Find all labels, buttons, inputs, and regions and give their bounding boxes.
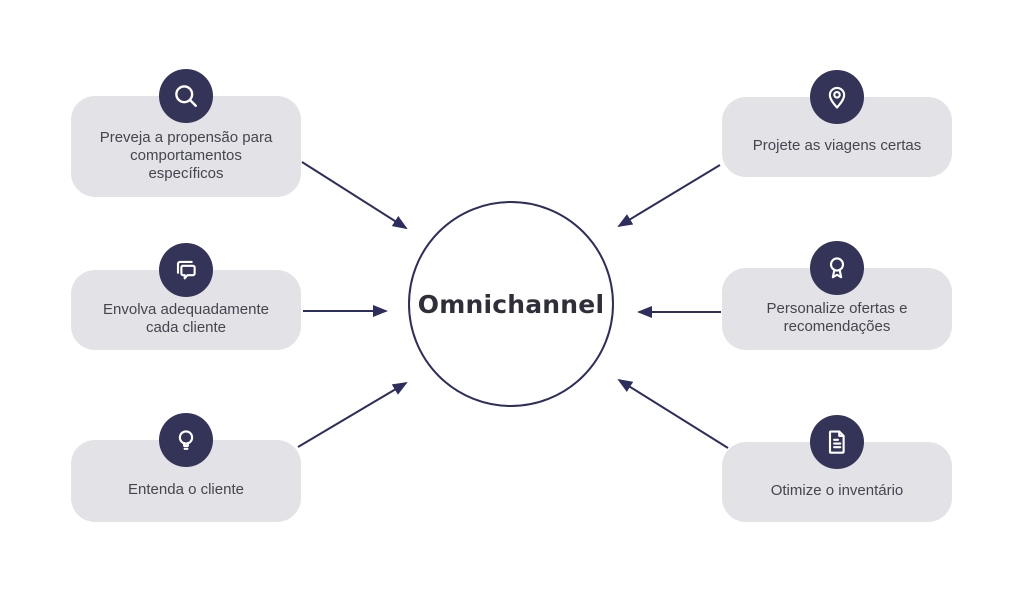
card-label: Preveja a propensão para comportamentos … xyxy=(99,128,273,182)
chat-bubbles-icon xyxy=(159,243,213,297)
arrow-top-right-to-center xyxy=(617,164,721,228)
arrow-top-left-to-center xyxy=(301,161,408,230)
location-pin-icon xyxy=(810,70,864,124)
card-otimize-inventario: Otimize o inventário xyxy=(722,415,952,522)
center-hub-circle: Omnichannel xyxy=(408,201,614,407)
document-icon xyxy=(810,415,864,469)
card-label: Envolva adequadamente cada cliente xyxy=(103,301,269,336)
card-preveja-propensao: Preveja a propensão para comportamentos … xyxy=(71,69,301,197)
center-hub-label: Omnichannel xyxy=(417,289,605,319)
award-ribbon-icon xyxy=(810,241,864,295)
card-projete-viagens: Projete as viagens certas xyxy=(722,70,952,177)
card-envolva-cliente: Envolva adequadamente cada cliente xyxy=(71,243,301,350)
card-personalize-ofertas: Personalize ofertas e recomendações xyxy=(722,241,952,350)
card-label: Entenda o cliente xyxy=(128,481,244,498)
card-label: Projete as viagens certas xyxy=(752,137,922,154)
lightbulb-icon xyxy=(159,413,213,467)
card-label: Personalize ofertas e recomendações xyxy=(766,300,908,335)
arrow-bottom-left-to-center xyxy=(297,381,408,448)
arrow-bottom-right-to-center xyxy=(617,378,729,449)
card-label: Otimize o inventário xyxy=(770,482,904,499)
card-entenda-cliente: Entenda o cliente xyxy=(71,413,301,522)
search-icon xyxy=(159,69,213,123)
